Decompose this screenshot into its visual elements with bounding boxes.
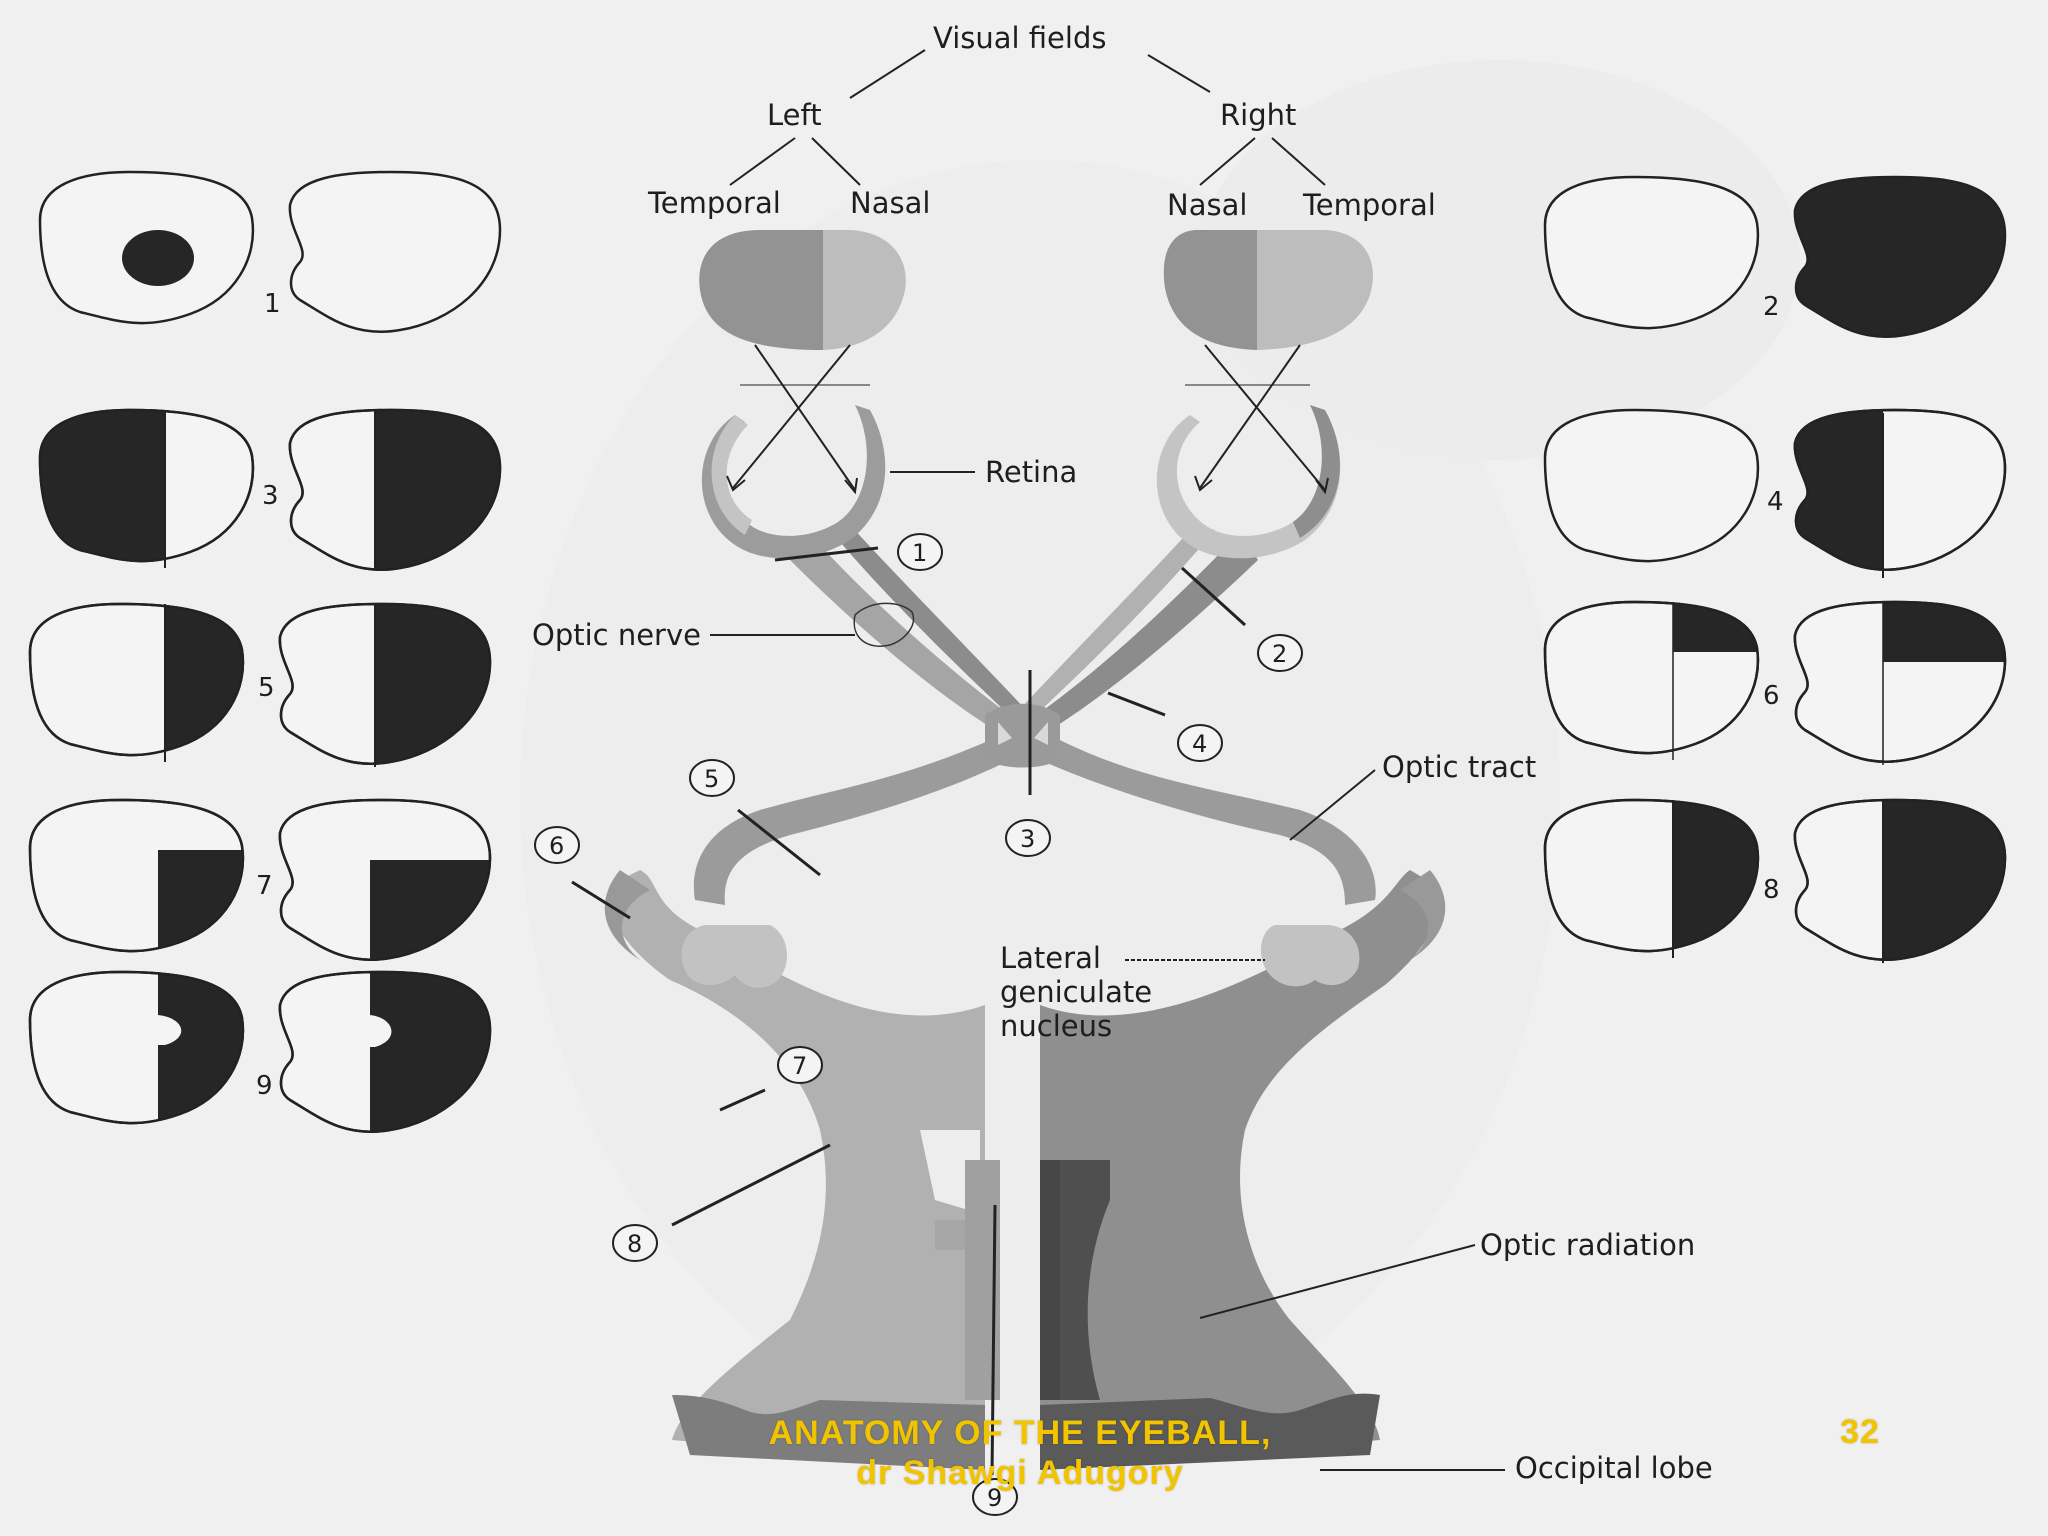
left-occipital-cortex bbox=[672, 1395, 985, 1470]
nasal-right-label: Nasal bbox=[1167, 188, 1247, 222]
field-defect-2: 2 bbox=[1543, 175, 2007, 339]
retina-label: Retina bbox=[985, 455, 1077, 489]
defect-4-number: 4 bbox=[1767, 487, 1784, 517]
lesion-markers bbox=[571, 546, 1247, 1476]
left-hemisphere-radiation bbox=[608, 870, 985, 1468]
defect-1-number: 1 bbox=[264, 289, 281, 319]
lesion-8-number: 8 bbox=[627, 1230, 642, 1258]
defect-3-number: 3 bbox=[262, 481, 279, 511]
lesion-1-number: 1 bbox=[912, 539, 927, 567]
lesion-number-circles bbox=[534, 533, 1303, 1516]
defect-8-number: 8 bbox=[1763, 875, 1780, 905]
visual-fields-label: Visual fields bbox=[933, 21, 1106, 55]
left-lgn bbox=[681, 925, 788, 988]
lesion-5-number: 5 bbox=[704, 765, 719, 793]
field-defect-6: 6 bbox=[1543, 600, 2007, 765]
lesion-9-number: 9 bbox=[987, 1484, 1002, 1512]
optic-nerve-label: Optic nerve bbox=[532, 618, 701, 652]
right-label: Right bbox=[1220, 98, 1296, 132]
field-defect-1: 1 bbox=[38, 170, 502, 334]
defect-9-number: 9 bbox=[256, 1071, 273, 1101]
lesion-2-number: 2 bbox=[1272, 640, 1287, 668]
lesion-number-labels: 1 2 3 4 5 6 7 8 9 bbox=[549, 539, 1287, 1512]
lgn-label-line1: Lateral bbox=[1000, 941, 1101, 975]
left-label: Left bbox=[767, 98, 822, 132]
pathway-shapes bbox=[604, 405, 1446, 1470]
field-defect-8: 8 bbox=[1543, 798, 2007, 963]
optic-tract-label: Optic tract bbox=[1382, 750, 1536, 784]
temporal-right-label: Temporal bbox=[1302, 188, 1436, 222]
occipital-lobe-label: Occipital lobe bbox=[1515, 1451, 1713, 1485]
field-defect-3: 3 bbox=[38, 408, 502, 572]
defect-7-number: 7 bbox=[256, 871, 273, 901]
temporal-left-label: Temporal bbox=[647, 186, 781, 220]
defect-5-number: 5 bbox=[258, 673, 275, 703]
pathway-labels: Retina Optic nerve Optic tract Lateral g… bbox=[532, 455, 1713, 1485]
lesion-3-number: 3 bbox=[1020, 825, 1035, 853]
header-labels: Visual fields Left Right Temporal Nasal … bbox=[647, 21, 1436, 222]
optic-chiasm bbox=[985, 703, 1060, 768]
light-rays bbox=[726, 344, 1329, 495]
lesion-7-number: 7 bbox=[792, 1052, 807, 1080]
defect-6-number: 6 bbox=[1763, 681, 1780, 711]
lesion-6-number: 6 bbox=[549, 832, 564, 860]
right-eye-visual-field bbox=[1163, 230, 1373, 350]
lesion-4-number: 4 bbox=[1192, 730, 1207, 758]
left-retina bbox=[701, 405, 886, 559]
right-occipital-cortex bbox=[1040, 1393, 1380, 1470]
defect-2-number: 2 bbox=[1763, 292, 1780, 322]
page-number: 32 bbox=[1840, 1413, 1880, 1451]
lgn-label-line2: geniculate bbox=[1000, 975, 1152, 1009]
right-hemisphere-radiation bbox=[1040, 870, 1439, 1468]
optic-radiation-label: Optic radiation bbox=[1480, 1228, 1695, 1262]
right-lgn bbox=[1260, 925, 1360, 987]
left-eye-visual-field bbox=[699, 230, 906, 350]
footer-title: ANATOMY OF THE EYEBALL, dr Shawgi Adugor… bbox=[768, 1414, 1272, 1492]
lgn-label-line3: nucleus bbox=[1000, 1009, 1112, 1043]
nasal-left-label: Nasal bbox=[850, 186, 930, 220]
